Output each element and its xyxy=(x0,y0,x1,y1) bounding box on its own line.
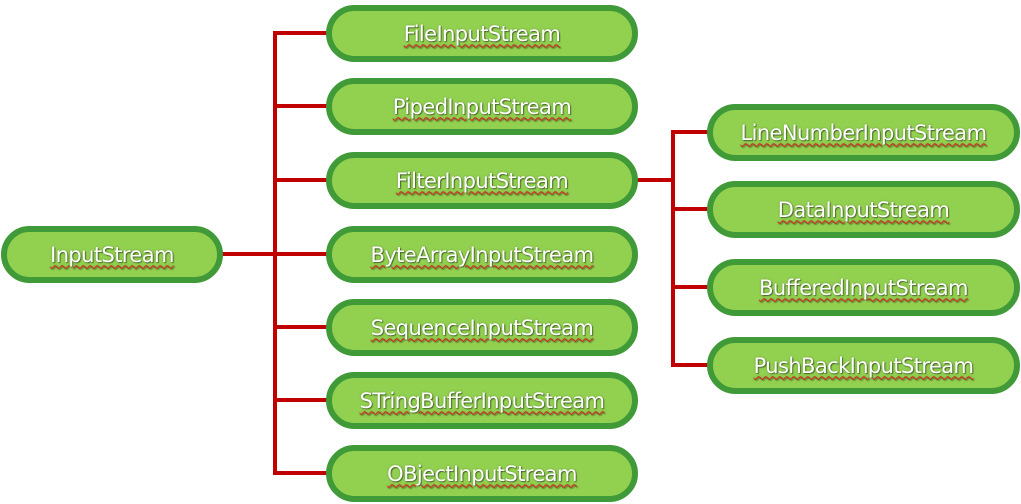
node-fileinputstream: FileInputStream xyxy=(326,5,638,62)
node-bufferedinputstream: BufferedInputStream xyxy=(707,259,1020,316)
node-datainputstream: DataInputStream xyxy=(707,181,1020,238)
node-label: DataInputStream xyxy=(777,197,950,222)
node-label: FileInputStream xyxy=(403,21,561,46)
node-filterinputstream: FilterInputStream xyxy=(326,152,638,209)
node-inputstream: InputStream xyxy=(1,226,223,283)
node-label: PipedInputStream xyxy=(392,94,572,119)
node-objectinputstream: OBjectInputStream xyxy=(326,445,638,502)
node-stringbufferinputstream: STringBufferInputStream xyxy=(326,372,638,429)
node-pipedinputstream: PipedInputStream xyxy=(326,78,638,135)
node-label: FilterInputStream xyxy=(395,168,569,193)
node-pushbackinputstream: PushBackInputStream xyxy=(707,337,1020,394)
node-label: ByteArrayInputStream xyxy=(370,242,595,267)
node-label: STringBufferInputStream xyxy=(359,388,605,413)
node-label: InputStream xyxy=(50,242,174,267)
node-label: OBjectInputStream xyxy=(387,461,577,486)
node-bytearrayinputstream: ByteArrayInputStream xyxy=(326,226,638,283)
node-label: LineNumberInputStream xyxy=(740,120,987,145)
node-linenumberinputstream: LineNumberInputStream xyxy=(707,104,1020,161)
node-label: BufferedInputStream xyxy=(759,275,968,300)
node-label: PushBackInputStream xyxy=(753,353,974,378)
node-label: SequenceInputStream xyxy=(370,315,594,340)
node-sequenceinputstream: SequenceInputStream xyxy=(326,299,638,356)
